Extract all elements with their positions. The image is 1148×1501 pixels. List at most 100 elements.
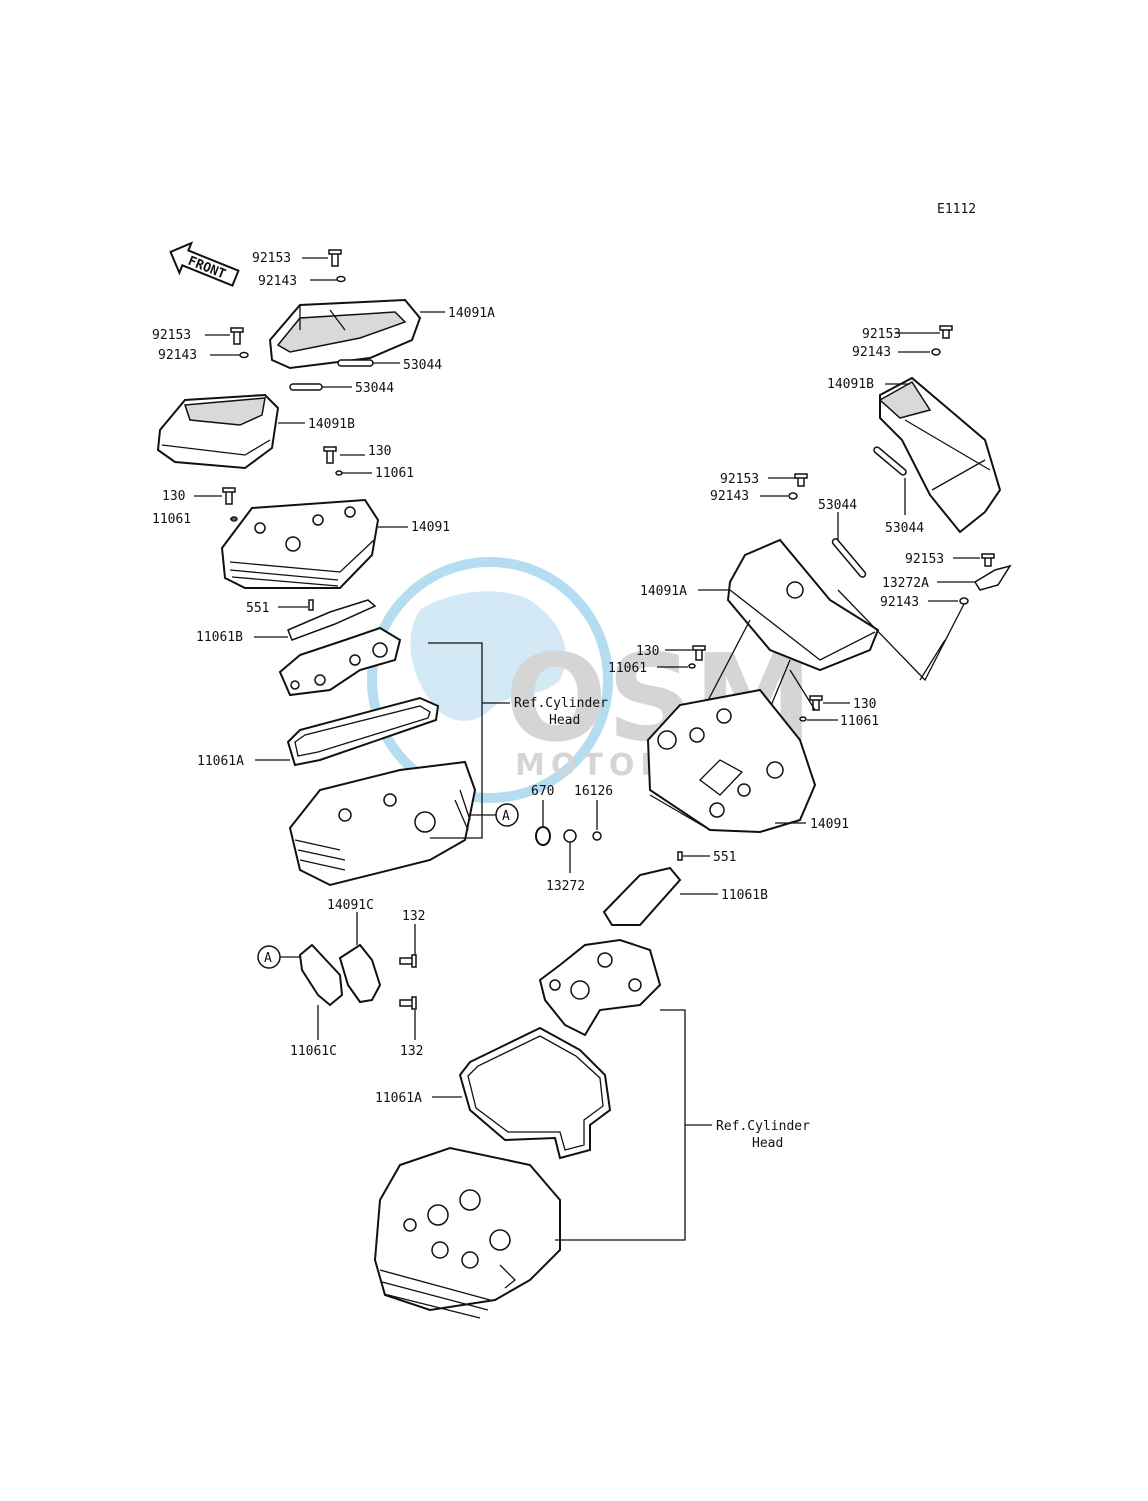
- gasket-11061A-rear-inner: [467, 1035, 604, 1151]
- label-rear-11061-b: 11061: [840, 714, 879, 729]
- ref-label-front-line2: Head: [549, 713, 580, 728]
- bolt-icon: [809, 695, 823, 711]
- label-rear-92153-c: 92153: [905, 552, 944, 567]
- cover-14091A-front: [268, 298, 422, 370]
- pin-551: [677, 851, 683, 861]
- pin-53044: [289, 383, 323, 391]
- label-mid-132-b: 132: [400, 1044, 423, 1059]
- label-rear-13272A: 13272A: [882, 576, 929, 591]
- front-arrow-icon: FRONT: [169, 241, 240, 287]
- gasket-11061B-rear: [602, 866, 682, 926]
- pin-53044: [873, 446, 907, 476]
- label-rear-551: 551: [713, 850, 736, 865]
- ref-bracket-front: [428, 642, 510, 839]
- washer-icon: [788, 492, 798, 500]
- label-front-14091A: 14091A: [448, 306, 495, 321]
- label-rear-92143-a: 92143: [852, 345, 891, 360]
- washer-icon: [336, 275, 346, 283]
- nut-16126: [592, 831, 602, 841]
- rocker-cover-14091-rear: [646, 688, 817, 834]
- ref-label-rear-line2: Head: [752, 1136, 783, 1151]
- cylinder-head-rear: [373, 1146, 561, 1319]
- label-rear-92153-a: 92153: [862, 327, 901, 342]
- label-rear-11061B: 11061B: [721, 888, 768, 903]
- label-front-53044-a: 53044: [403, 358, 442, 373]
- label-rear-11061A: 11061A: [375, 1091, 422, 1106]
- label-rear-14091B: 14091B: [827, 377, 874, 392]
- label-rear-130-a: 130: [636, 644, 659, 659]
- label-mid-670: 670: [531, 784, 554, 799]
- label-front-551: 551: [246, 601, 269, 616]
- label-front-130-a: 130: [368, 444, 391, 459]
- bolt-icon: [981, 553, 995, 567]
- gasket-11061B-front: [287, 599, 377, 641]
- bolt-icon: [399, 954, 417, 968]
- pin-551: [308, 599, 314, 611]
- label-front-92143-a: 92143: [258, 274, 297, 289]
- leader-lines: [837, 589, 965, 682]
- callout-marker-a-label: A: [502, 809, 510, 824]
- label-rear-14091A: 14091A: [640, 584, 687, 599]
- bolt-icon: [230, 327, 244, 345]
- gasket-11061A-front-inner: [294, 705, 431, 757]
- part-labels: 92153 92143 14091A 92153 92143 53044 530…: [152, 251, 944, 1106]
- bolt-icon: [794, 473, 808, 487]
- rocker-arm-assembly-front: [278, 626, 402, 697]
- label-mid-14091C: 14091C: [327, 898, 374, 913]
- pin-53044: [337, 359, 374, 367]
- label-front-11061-b: 11061: [152, 512, 191, 527]
- watermark-continents: [410, 591, 566, 721]
- label-mid-11061C: 11061C: [290, 1044, 337, 1059]
- label-rear-14091: 14091: [810, 817, 849, 832]
- washer-icon: [931, 348, 941, 356]
- label-front-92153-b: 92153: [152, 328, 191, 343]
- bolt-icon: [692, 645, 706, 661]
- nut-13272: [563, 829, 577, 843]
- label-front-14091: 14091: [411, 520, 450, 535]
- label-front-53044-b: 53044: [355, 381, 394, 396]
- washer-icon: [239, 351, 249, 359]
- ref-label-rear-line1: Ref.Cylinder: [716, 1119, 810, 1134]
- gasket-11061A-front: [286, 696, 440, 767]
- bracket-13272A: [973, 564, 1012, 591]
- label-mid-13272: 13272: [546, 879, 585, 894]
- label-front-92143-b: 92143: [158, 348, 197, 363]
- bolt-icon: [399, 996, 417, 1010]
- label-front-11061A: 11061A: [197, 754, 244, 769]
- label-front-130-b: 130: [162, 489, 185, 504]
- gasket-11061A-rear: [458, 1026, 612, 1160]
- diagram-code: E1112: [937, 202, 976, 217]
- washer-icon: [959, 597, 969, 605]
- leader-lines: [194, 257, 980, 1098]
- bolt-icon: [222, 487, 236, 505]
- pin-53044: [831, 538, 867, 578]
- label-front-11061-a: 11061: [375, 466, 414, 481]
- label-rear-11061-a: 11061: [608, 661, 647, 676]
- bolt-icon: [323, 446, 337, 464]
- cover-14091A-rear: [726, 538, 880, 672]
- washer-icon: [799, 716, 807, 722]
- cover-14091B-front: [156, 393, 280, 470]
- cylinder-head-front: [288, 760, 477, 887]
- rocker-cover-14091-front: [220, 498, 380, 589]
- bolt-icon: [328, 249, 342, 267]
- ref-label-front-line1: Ref.Cylinder: [514, 696, 608, 711]
- cover-plate-14091C: [338, 943, 382, 1004]
- cover-14091B-rear: [878, 376, 1002, 534]
- label-rear-92143-b: 92143: [710, 489, 749, 504]
- label-front-92153-a: 92153: [252, 251, 291, 266]
- o-ring-670: [535, 826, 551, 846]
- label-mid-132-a: 132: [402, 909, 425, 924]
- washer-icon: [335, 470, 343, 476]
- label-rear-130-b: 130: [853, 697, 876, 712]
- label-rear-53044-a: 53044: [818, 498, 857, 513]
- bolt-icon: [939, 325, 953, 339]
- ref-bracket-rear: [555, 1009, 712, 1241]
- label-front-11061B: 11061B: [196, 630, 243, 645]
- label-rear-53044-b: 53044: [885, 521, 924, 536]
- watermark-globe: [367, 557, 613, 803]
- label-front-14091B: 14091B: [308, 417, 355, 432]
- cover-plate-11061C: [298, 943, 344, 1007]
- label-mid-16126: 16126: [574, 784, 613, 799]
